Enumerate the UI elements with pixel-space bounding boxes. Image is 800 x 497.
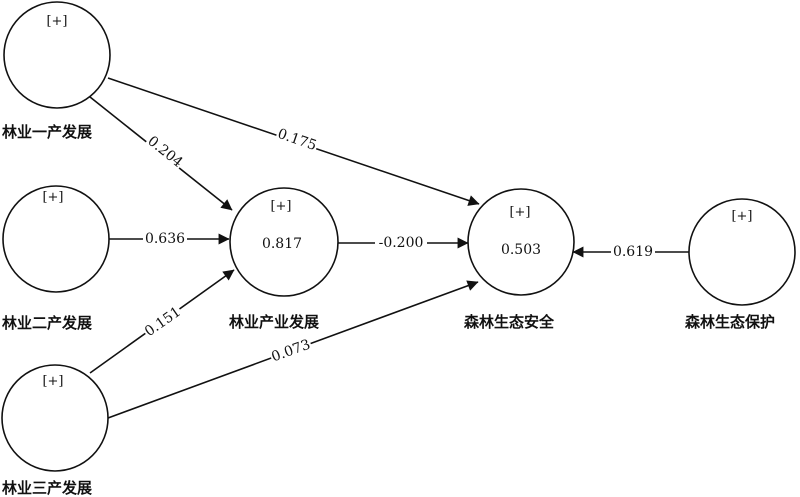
node-industry[interactable]: [+] 0.817 林业产业发展	[229, 187, 339, 331]
node-label-protection: 森林生态保护	[685, 313, 775, 331]
expand-icon[interactable]: [+]	[46, 14, 67, 29]
node-value-security: 0.503	[501, 242, 541, 258]
svg-text:0.151: 0.151	[142, 304, 184, 340]
node-label-tertiary: 林业三产发展	[2, 479, 92, 497]
svg-text:0.636: 0.636	[145, 231, 185, 247]
expand-icon[interactable]: [+]	[509, 205, 530, 220]
svg-text:0.073: 0.073	[269, 337, 312, 366]
edge-label-protection-security: 0.619	[611, 243, 655, 260]
svg-text:0.204: 0.204	[144, 133, 185, 171]
node-protection[interactable]: [+] 森林生态保护	[685, 198, 796, 331]
node-primary[interactable]: [+] 林业一产发展	[2, 1, 111, 141]
node-label-security: 森林生态安全	[464, 313, 555, 331]
edge-label-primary-industry: 0.204	[143, 131, 187, 172]
svg-text:-0.200: -0.200	[379, 235, 424, 251]
expand-icon[interactable]: [+]	[270, 199, 291, 214]
svg-text:0.619: 0.619	[613, 244, 653, 260]
node-label-primary: 林业一产发展	[2, 123, 92, 141]
edge-label-industry-security: -0.200	[375, 234, 427, 251]
edge-label-secondary-industry: 0.636	[143, 230, 187, 247]
expand-icon[interactable]: [+]	[42, 190, 63, 205]
expand-icon[interactable]: [+]	[42, 374, 63, 389]
edge-label-primary-security: 0.175	[274, 124, 320, 155]
node-label-secondary: 林业二产发展	[2, 314, 92, 332]
node-label-industry: 林业产业发展	[229, 313, 319, 331]
node-security[interactable]: [+] 0.503 森林生态安全	[464, 188, 575, 331]
svg-text:0.175: 0.175	[275, 126, 318, 154]
edge-label-tertiary-security: 0.073	[268, 335, 314, 366]
node-secondary[interactable]: [+] 林业二产发展	[2, 185, 110, 332]
node-tertiary[interactable]: [+] 林业三产发展	[1, 364, 109, 497]
node-value-industry: 0.817	[262, 236, 302, 252]
edge-label-tertiary-industry: 0.151	[140, 302, 185, 341]
expand-icon[interactable]: [+]	[731, 209, 752, 224]
